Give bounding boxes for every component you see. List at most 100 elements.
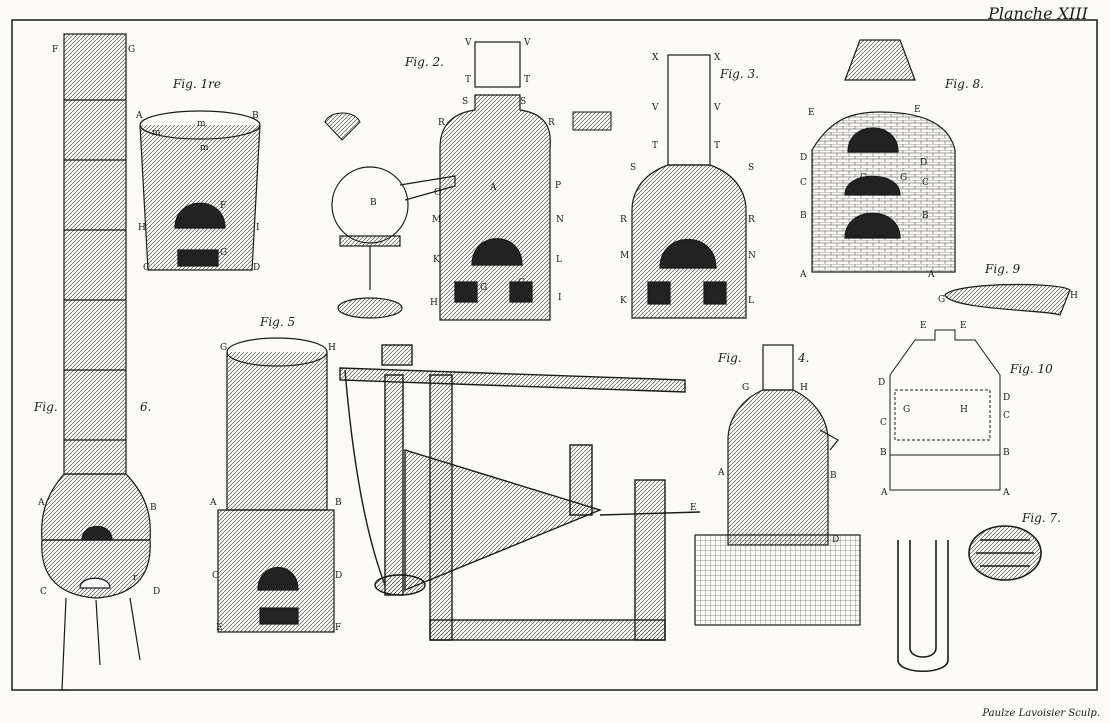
fig1-label-g: G bbox=[220, 248, 227, 258]
fig1-label-m: m bbox=[197, 119, 206, 129]
fig5-label-a: A bbox=[209, 498, 217, 508]
fig8-furnace bbox=[811, 39, 956, 273]
fig6-label-c: C bbox=[40, 587, 47, 597]
fig6-caption-b: 6. bbox=[140, 400, 151, 414]
fig4-caption-a: Fig. bbox=[717, 351, 742, 365]
fig2-label-v: V bbox=[523, 38, 531, 48]
fig2-label-k: K bbox=[433, 255, 440, 265]
fig2-label-s: S bbox=[462, 97, 468, 107]
fig5-label-d: D bbox=[335, 571, 342, 581]
fig10-label-g: G bbox=[903, 405, 910, 415]
fig3-label-x: X bbox=[714, 53, 721, 63]
fig1-label-b: B bbox=[252, 111, 259, 121]
fig6-caption-a: Fig. bbox=[33, 400, 58, 414]
fig10-caption: Fig. 10 bbox=[1009, 362, 1053, 376]
fig3-label-v: V bbox=[651, 103, 659, 113]
fig10-label-b: B bbox=[880, 448, 887, 458]
fig3-label-r: R bbox=[748, 215, 755, 225]
fig6-label-f: F bbox=[52, 45, 58, 55]
fig8-label-c: C bbox=[800, 178, 807, 188]
fig6-label-r: r bbox=[133, 573, 138, 583]
fig3-label-m: M bbox=[620, 251, 629, 261]
fig8-label-a: A bbox=[927, 270, 935, 280]
fig2-label-p: P bbox=[555, 181, 561, 191]
fig2-label-t: T bbox=[524, 75, 530, 85]
fig8-label-d: D bbox=[920, 158, 927, 168]
fig10-label-c: C bbox=[880, 418, 887, 428]
fig4-label-b: B bbox=[830, 471, 837, 481]
fig6-label-a: A bbox=[37, 498, 45, 508]
fig2-label-h: H bbox=[430, 298, 438, 308]
fig2-label-o: O bbox=[434, 188, 441, 198]
fig3-label-s: S bbox=[748, 163, 754, 173]
fig8-label-g: G bbox=[860, 173, 867, 183]
fig2-retort bbox=[331, 166, 456, 319]
fig4-label-g: G bbox=[742, 383, 749, 393]
fig4-label-h: H bbox=[800, 383, 808, 393]
fig5-label-b: B bbox=[335, 498, 342, 508]
fig10-label-c: C bbox=[1003, 411, 1010, 421]
fig10-label-d: D bbox=[878, 378, 885, 388]
fig10-label-h: H bbox=[960, 405, 968, 415]
fig5-label-f: F bbox=[335, 623, 341, 633]
fig6-stove bbox=[41, 33, 151, 691]
fig8-label-b: B bbox=[800, 211, 807, 221]
fig8-label-e: E bbox=[914, 105, 921, 115]
plate-border bbox=[11, 19, 1098, 691]
fig5-label-e: E bbox=[216, 623, 223, 633]
fig8-label-c: C bbox=[922, 178, 929, 188]
fig2-label-a: A bbox=[489, 183, 497, 193]
fig9-label-g: G bbox=[938, 295, 945, 305]
fig2-label-t: T bbox=[465, 75, 471, 85]
fig1-label-m: m bbox=[200, 143, 209, 153]
fig8-label-g: G bbox=[900, 173, 907, 183]
fig2-label-r: R bbox=[548, 118, 555, 128]
fig2-label-m: M bbox=[432, 215, 441, 225]
fig8-label-a: A bbox=[799, 270, 807, 280]
fig3-label-n: N bbox=[748, 251, 756, 261]
fig6-label-b: B bbox=[150, 503, 157, 513]
fig5-label-c: C bbox=[212, 571, 219, 581]
fig2-label-s: S bbox=[520, 97, 526, 107]
fig9-tile bbox=[944, 283, 1071, 316]
fig10-label-e: E bbox=[960, 321, 967, 331]
fig1-furnace bbox=[139, 110, 261, 271]
fig2-label-l: L bbox=[556, 255, 562, 265]
fig2-label-b: B bbox=[370, 198, 377, 208]
fig3-label-l: L bbox=[748, 296, 754, 306]
fig3-label-r: R bbox=[620, 215, 627, 225]
fig4-caption-b: 4. bbox=[797, 351, 809, 365]
fig8-label-e: E bbox=[808, 108, 815, 118]
fig9-caption: Fig. 9 bbox=[984, 262, 1020, 276]
fig2-label-v: V bbox=[464, 38, 472, 48]
fig8-label-d: D bbox=[800, 153, 807, 163]
fig1-label-c: C bbox=[143, 263, 150, 273]
fig3-caption: Fig. 3. bbox=[719, 67, 759, 81]
fig2-label-g: G bbox=[518, 278, 525, 288]
fig4-label-e: E bbox=[690, 503, 697, 513]
fig5-caption: Fig. 5 bbox=[259, 315, 295, 329]
fig3-label-v: V bbox=[713, 103, 721, 113]
fig4-label-d: D bbox=[832, 535, 839, 545]
fig1-label-m: m bbox=[152, 128, 161, 138]
fig8-label-b: B bbox=[922, 211, 929, 221]
fig9-label-h: H bbox=[1070, 291, 1078, 301]
fig1-label-a: A bbox=[135, 111, 143, 121]
fig4-label-a: A bbox=[717, 468, 725, 478]
fig2-label-r: R bbox=[438, 118, 445, 128]
fig1-caption: Fig. 1re bbox=[172, 77, 221, 91]
fig10-label-a: A bbox=[1002, 488, 1010, 498]
fig10-plan bbox=[889, 329, 1001, 491]
fig2-label-g: G bbox=[480, 283, 487, 293]
fig5-label-g: G bbox=[220, 343, 227, 353]
fig10-label-d: D bbox=[1003, 393, 1010, 403]
fig10-label-b: B bbox=[1003, 448, 1010, 458]
fig3-label-x: X bbox=[652, 53, 659, 63]
fig3-label-k: K bbox=[620, 296, 627, 306]
fig2-label-n: N bbox=[556, 215, 564, 225]
fig2-furnace bbox=[439, 41, 551, 321]
fig1-label-d: D bbox=[253, 263, 260, 273]
fig3-label-t: T bbox=[714, 141, 720, 151]
